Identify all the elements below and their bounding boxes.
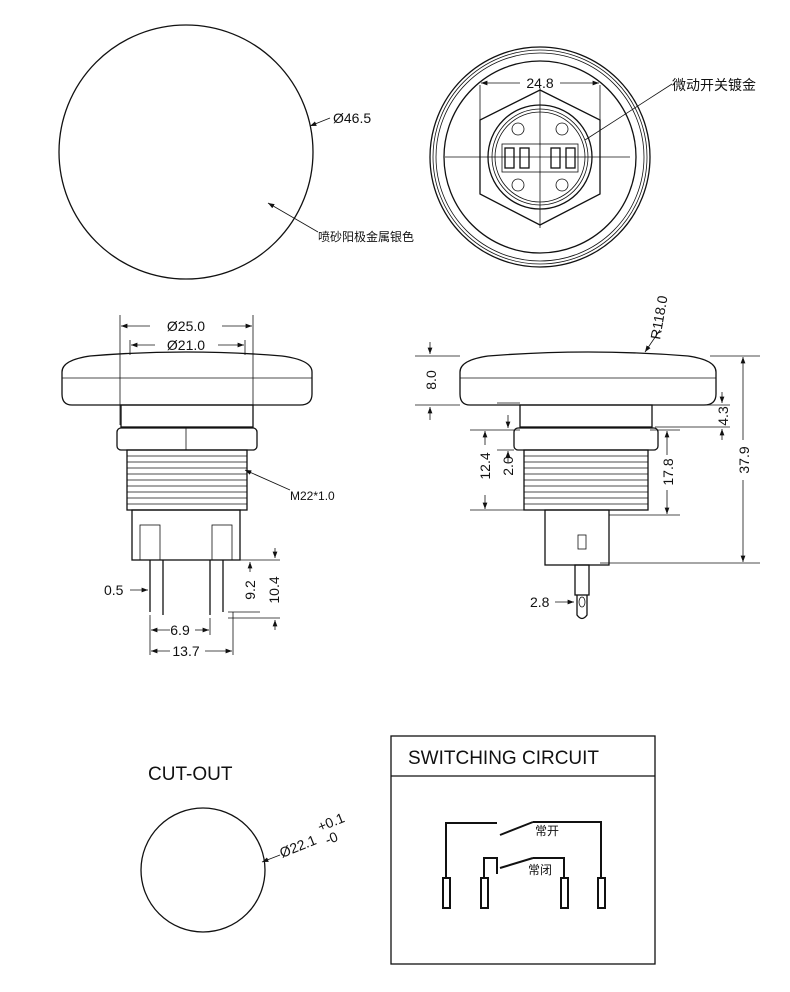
terminal-2 bbox=[480, 877, 489, 909]
normally-open-label: 常开 bbox=[535, 824, 559, 838]
circuit-title: SWITCHING CIRCUIT bbox=[408, 748, 599, 769]
front-view: Ø46.5 喷砂阳极金属银色 bbox=[58, 24, 414, 280]
finish-note: 喷砂阳极金属银色 bbox=[318, 229, 414, 244]
pin-length-long-label: 10.4 bbox=[266, 576, 282, 603]
cutout-tol-minus: -0 bbox=[323, 828, 341, 848]
pin-span-label: 13.7 bbox=[172, 643, 199, 659]
thread-label: M22*1.0 bbox=[290, 489, 335, 503]
front-diameter-label: Ø46.5 bbox=[333, 110, 371, 126]
terminal-1 bbox=[442, 877, 451, 909]
head-height-label: 8.0 bbox=[423, 370, 439, 390]
cap-inner-dia-label: Ø21.0 bbox=[167, 337, 205, 353]
thread-length-label: 12.4 bbox=[477, 452, 493, 479]
cap-outer-dia-label: Ø25.0 bbox=[167, 318, 205, 334]
rear-view: 24.8 微动开关镀金 bbox=[429, 46, 756, 268]
cutout-view: CUT-OUT Ø22.1 +0.1 -0 bbox=[140, 764, 347, 933]
terminal-4 bbox=[597, 877, 606, 909]
cutout-diameter-label: Ø22.1 bbox=[277, 832, 319, 861]
cutout-title: CUT-OUT bbox=[148, 764, 233, 785]
radius-label: R118.0 bbox=[647, 294, 670, 340]
hex-width-label: 24.8 bbox=[526, 75, 553, 91]
total-height-label: 37.9 bbox=[736, 446, 752, 473]
pin-length-short-label: 9.2 bbox=[242, 580, 258, 600]
pin-spacing-label: 6.9 bbox=[170, 622, 190, 638]
normally-closed-label: 常闭 bbox=[528, 863, 552, 877]
pin-thickness-label: 0.5 bbox=[104, 582, 124, 598]
switching-circuit: SWITCHING CIRCUIT 常开 常闭 bbox=[390, 735, 656, 965]
collar-height-label: 4.3 bbox=[715, 406, 731, 426]
terminal-3 bbox=[560, 877, 569, 909]
nut-thickness-label: 2.0 bbox=[500, 456, 516, 476]
side-view-right: R118.0 8.0 2.8 4.3 37.9 12.4 2.0 1 bbox=[415, 294, 760, 620]
side-view-left: Ø25.0 Ø21.0 M22*1.0 0.5 6.9 13.7 9.2 10.… bbox=[61, 315, 335, 659]
contact-note: 微动开关镀金 bbox=[672, 77, 756, 93]
body-length-label: 17.8 bbox=[660, 458, 676, 485]
pin-width-label: 2.8 bbox=[530, 594, 550, 610]
